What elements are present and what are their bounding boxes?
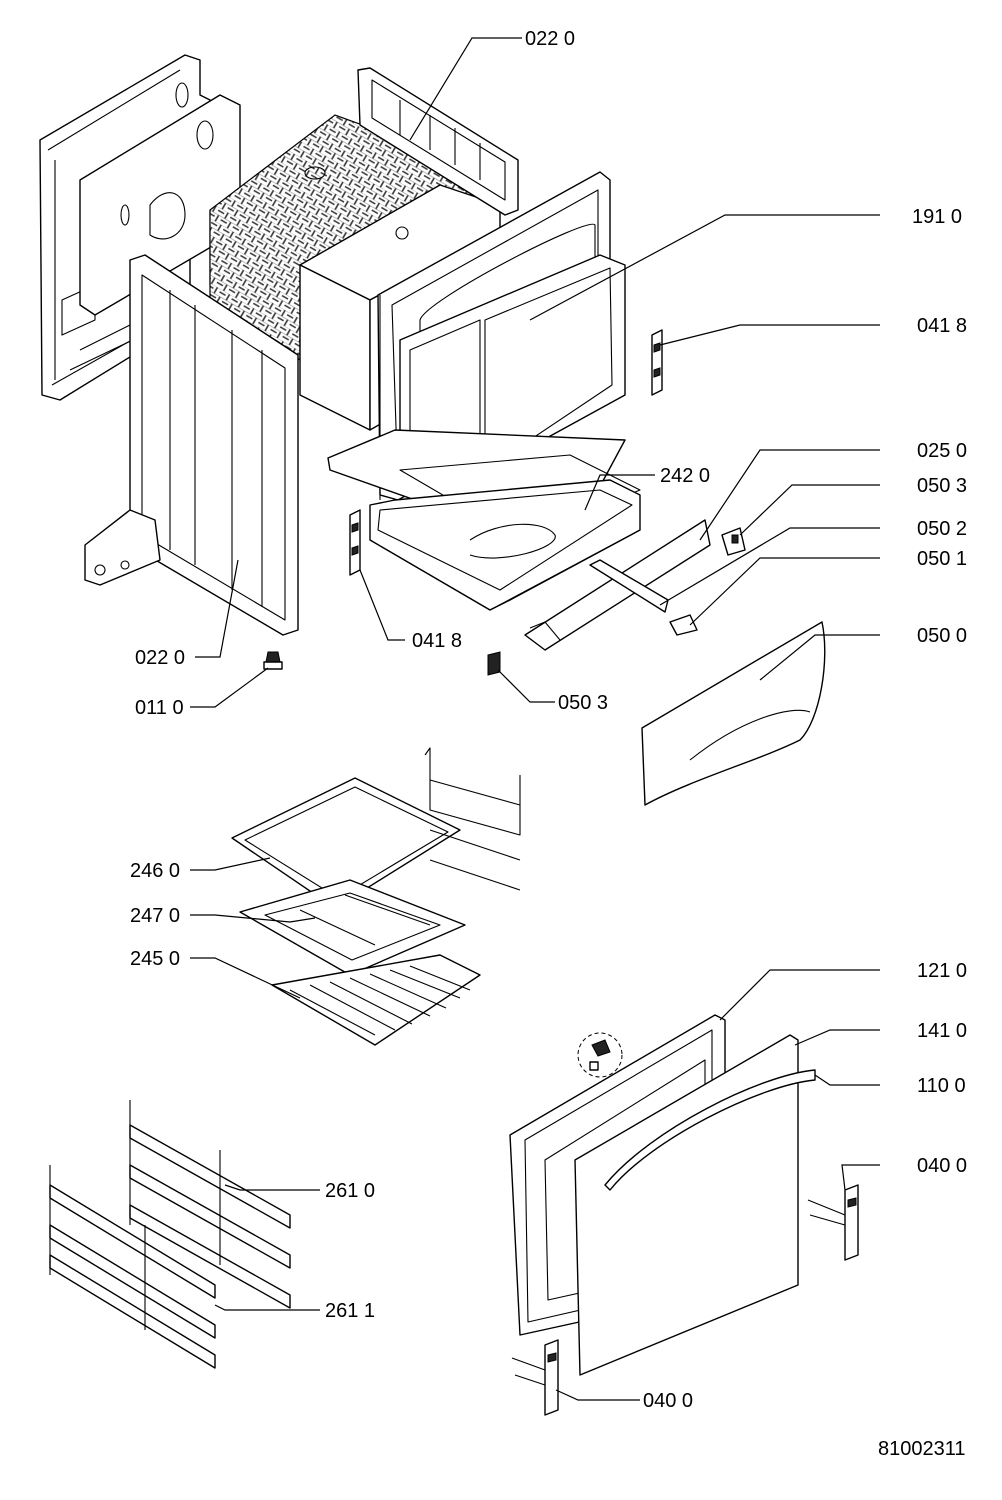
callout-141-0: 141 0: [917, 1020, 967, 1042]
door-hinge-040-right: [807, 1184, 859, 1261]
callout-041-8-right: 041 8: [917, 315, 967, 337]
baking-tray-247: [239, 879, 466, 976]
drawer-side-025: [524, 519, 711, 651]
bracket-050-3-bottom: [487, 651, 501, 676]
callout-040-0-right: 040 0: [917, 1155, 967, 1177]
leveling-foot: [263, 651, 283, 670]
callout-050-2: 050 2: [917, 518, 967, 540]
callout-050-1: 050 1: [917, 548, 967, 570]
callout-022-0-left: 022 0: [135, 647, 185, 669]
bracket-050-3-top: [721, 527, 746, 556]
grill-rack-245: [271, 954, 481, 1046]
leader-lines: [190, 37, 880, 1401]
callout-022-0-top: 022 0: [525, 28, 575, 50]
callout-040-0-bottom: 040 0: [643, 1390, 693, 1412]
callout-242-0: 242 0: [660, 465, 710, 487]
callout-041-8-bottom: 041 8: [412, 630, 462, 652]
callout-050-3-top: 050 3: [917, 475, 967, 497]
door-handle-110: [604, 1069, 816, 1191]
door-hinge-040-bottom: [511, 1339, 559, 1416]
callout-050-0: 050 0: [917, 625, 967, 647]
hinge-041-right: [651, 329, 663, 396]
drawer-front: [641, 621, 826, 806]
hinge-041-left: [349, 509, 361, 576]
shelf-runner-261-1: [49, 1165, 216, 1369]
bracket-050-1: [669, 614, 698, 636]
callout-labels: 022 0 191 0 041 8 025 0 242 0 050 3 050 …: [130, 28, 967, 1460]
callout-011-0: 011 0: [135, 697, 184, 719]
door-glass-141: [574, 1034, 799, 1376]
callout-245-0: 245 0: [130, 948, 180, 970]
callout-191-0: 191 0: [912, 206, 962, 228]
base-plate-left: [84, 509, 161, 586]
callout-261-0: 261 0: [325, 1180, 375, 1202]
callout-261-1: 261 1: [325, 1300, 375, 1322]
callout-025-0: 025 0: [917, 440, 967, 462]
shelf-runner-261-0: [129, 1100, 291, 1309]
side-shelf-support: [424, 747, 521, 891]
document-number: 81002311: [878, 1438, 966, 1460]
bottom-tray-242: [369, 479, 641, 611]
callout-121-0: 121 0: [917, 960, 967, 982]
door-clip-detail: [577, 1032, 623, 1078]
wire-rack-246: [231, 777, 461, 909]
callout-247-0: 247 0: [130, 905, 180, 927]
callout-050-3-bottom: 050 3: [558, 692, 608, 714]
rear-frame: [357, 67, 519, 216]
callout-110-0: 110 0: [917, 1075, 966, 1097]
callout-246-0: 246 0: [130, 860, 180, 882]
